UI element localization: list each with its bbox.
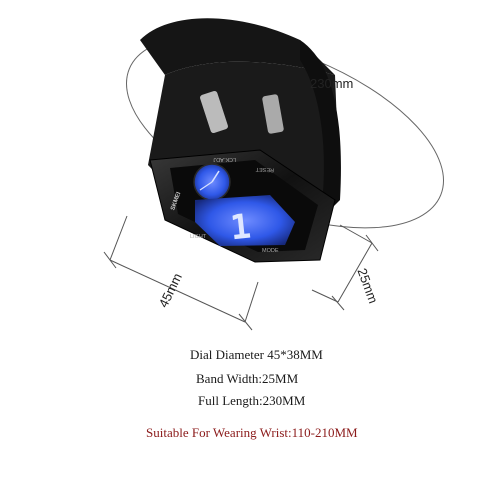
spec-band-width: Band Width:25MM	[196, 371, 299, 386]
display-digits: 1	[228, 207, 253, 249]
band-width-label: 25mm	[354, 266, 380, 305]
spec-full-length: Full Length:230MM	[198, 393, 306, 408]
dial-width-label: 45mm	[156, 271, 185, 310]
band-width-dimension	[311, 224, 379, 311]
digital-display	[195, 195, 295, 246]
label-mode: MODE	[262, 248, 279, 254]
strap-upper	[140, 18, 335, 76]
buckle-left	[200, 90, 228, 134]
label-light: LIGHT	[190, 234, 207, 240]
spec-dial-diameter: Dial Diameter 45*38MM	[190, 347, 323, 362]
strap-right	[300, 40, 341, 220]
dial-hand-minute	[199, 181, 213, 191]
length-dimension-label: 230mm	[310, 76, 353, 91]
label-lckadj: LCK.ADJ	[213, 156, 236, 162]
spec-wrist-fit: Suitable For Wearing Wrist:110-210MM	[146, 425, 358, 440]
dial-width-dimension	[103, 215, 259, 331]
dial-hand-hour	[211, 170, 220, 183]
buckle-right	[262, 94, 284, 134]
label-reset: RESET	[255, 166, 274, 173]
